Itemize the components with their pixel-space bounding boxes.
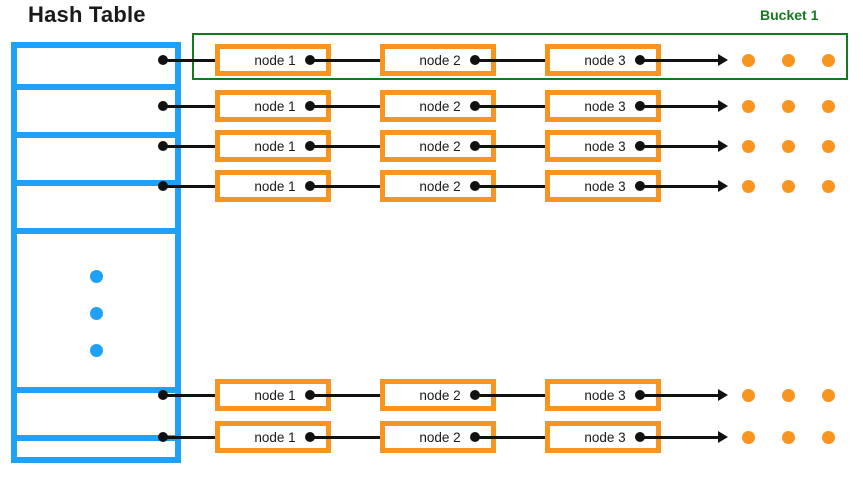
- node-label: node 3: [584, 387, 626, 403]
- node-box[interactable]: node 3: [545, 170, 661, 202]
- slot-to-node-wire: [163, 185, 223, 188]
- node-label: node 2: [419, 429, 461, 445]
- chain-continuation-dot: [782, 431, 795, 444]
- chain-continuation-dot: [822, 140, 835, 153]
- chain-continuation-dot: [742, 54, 755, 67]
- node-box[interactable]: node 1: [215, 90, 331, 122]
- slot-to-node-wire: [163, 59, 223, 62]
- node-label: node 1: [254, 138, 296, 154]
- ellipsis-dot: [89, 307, 103, 320]
- node-label: node 1: [254, 98, 296, 114]
- slot-to-node-wire: [163, 105, 223, 108]
- hash-table-slot[interactable]: [17, 399, 175, 441]
- node-label: node 3: [584, 178, 626, 194]
- node-link-wire: [640, 185, 718, 188]
- chain-continuation-dot: [742, 389, 755, 402]
- page-title: Hash Table: [28, 2, 146, 27]
- hash-table-array: [11, 42, 181, 463]
- node-link-wire: [310, 185, 388, 188]
- node-label: node 2: [419, 98, 461, 114]
- hash-table-slot[interactable]: [17, 144, 175, 186]
- hash-table-slot[interactable]: [17, 96, 175, 138]
- node-link-wire: [310, 145, 388, 148]
- node-label: node 2: [419, 138, 461, 154]
- ellipsis-dot: [89, 344, 103, 357]
- diagram-canvas: Hash Table Bucket 1 node 1 node 2 node 3 no…: [11, 2, 848, 463]
- hash-table-slot[interactable]: [17, 240, 175, 393]
- chain-continuation-dot: [822, 100, 835, 113]
- node-link-wire: [475, 59, 553, 62]
- node-link-arrow: [718, 389, 728, 401]
- node-box[interactable]: node 2: [380, 130, 496, 162]
- chain-continuation-dot: [782, 100, 795, 113]
- node-link-arrow: [718, 100, 728, 112]
- slot-to-node-wire: [163, 436, 223, 439]
- hash-table-slot[interactable]: [17, 192, 175, 234]
- node-label: node 3: [584, 98, 626, 114]
- node-label: node 2: [419, 387, 461, 403]
- node-link-wire: [640, 436, 718, 439]
- slot-to-node-wire: [163, 145, 223, 148]
- node-label: node 1: [254, 178, 296, 194]
- node-link-wire: [640, 105, 718, 108]
- node-label: node 1: [254, 387, 296, 403]
- node-link-arrow: [718, 54, 728, 66]
- vertical-ellipsis-icon: [17, 240, 175, 387]
- chain-continuation-dot: [782, 54, 795, 67]
- node-link-wire: [640, 59, 718, 62]
- node-link-wire: [310, 436, 388, 439]
- chain-continuation-dot: [822, 389, 835, 402]
- chain-continuation-dot: [782, 180, 795, 193]
- chain-continuation-dot: [782, 389, 795, 402]
- chain-continuation-dot: [822, 180, 835, 193]
- slot-to-node-wire: [163, 394, 223, 397]
- hash-table-slot[interactable]: [17, 447, 175, 487]
- node-link-arrow: [718, 431, 728, 443]
- node-link-wire: [475, 436, 553, 439]
- chain-continuation-dot: [742, 140, 755, 153]
- node-label: node 2: [419, 178, 461, 194]
- node-link-arrow: [718, 180, 728, 192]
- node-link-wire: [310, 394, 388, 397]
- chain-continuation-dot: [822, 431, 835, 444]
- node-label: node 2: [419, 52, 461, 68]
- node-link-wire: [475, 185, 553, 188]
- chain-continuation-dot: [742, 431, 755, 444]
- node-box[interactable]: node 1: [215, 130, 331, 162]
- chain-continuation-dot: [742, 180, 755, 193]
- bucket-label: Bucket 1: [760, 7, 819, 23]
- node-link-wire: [310, 59, 388, 62]
- node-label: node 3: [584, 429, 626, 445]
- node-link-wire: [640, 394, 718, 397]
- node-link-arrow: [718, 140, 728, 152]
- hash-table-slot[interactable]: [17, 48, 175, 90]
- ellipsis-dot: [89, 270, 103, 283]
- node-link-wire: [475, 394, 553, 397]
- node-link-wire: [475, 145, 553, 148]
- node-box[interactable]: node 1: [215, 44, 331, 76]
- chain-continuation-dot: [742, 100, 755, 113]
- chain-continuation-dot: [822, 54, 835, 67]
- node-label: node 3: [584, 52, 626, 68]
- node-label: node 1: [254, 52, 296, 68]
- node-link-wire: [310, 105, 388, 108]
- node-link-wire: [640, 145, 718, 148]
- node-label: node 1: [254, 429, 296, 445]
- chain-continuation-dot: [782, 140, 795, 153]
- node-label: node 3: [584, 138, 626, 154]
- node-link-wire: [475, 105, 553, 108]
- bucket-highlight-box: [192, 33, 848, 80]
